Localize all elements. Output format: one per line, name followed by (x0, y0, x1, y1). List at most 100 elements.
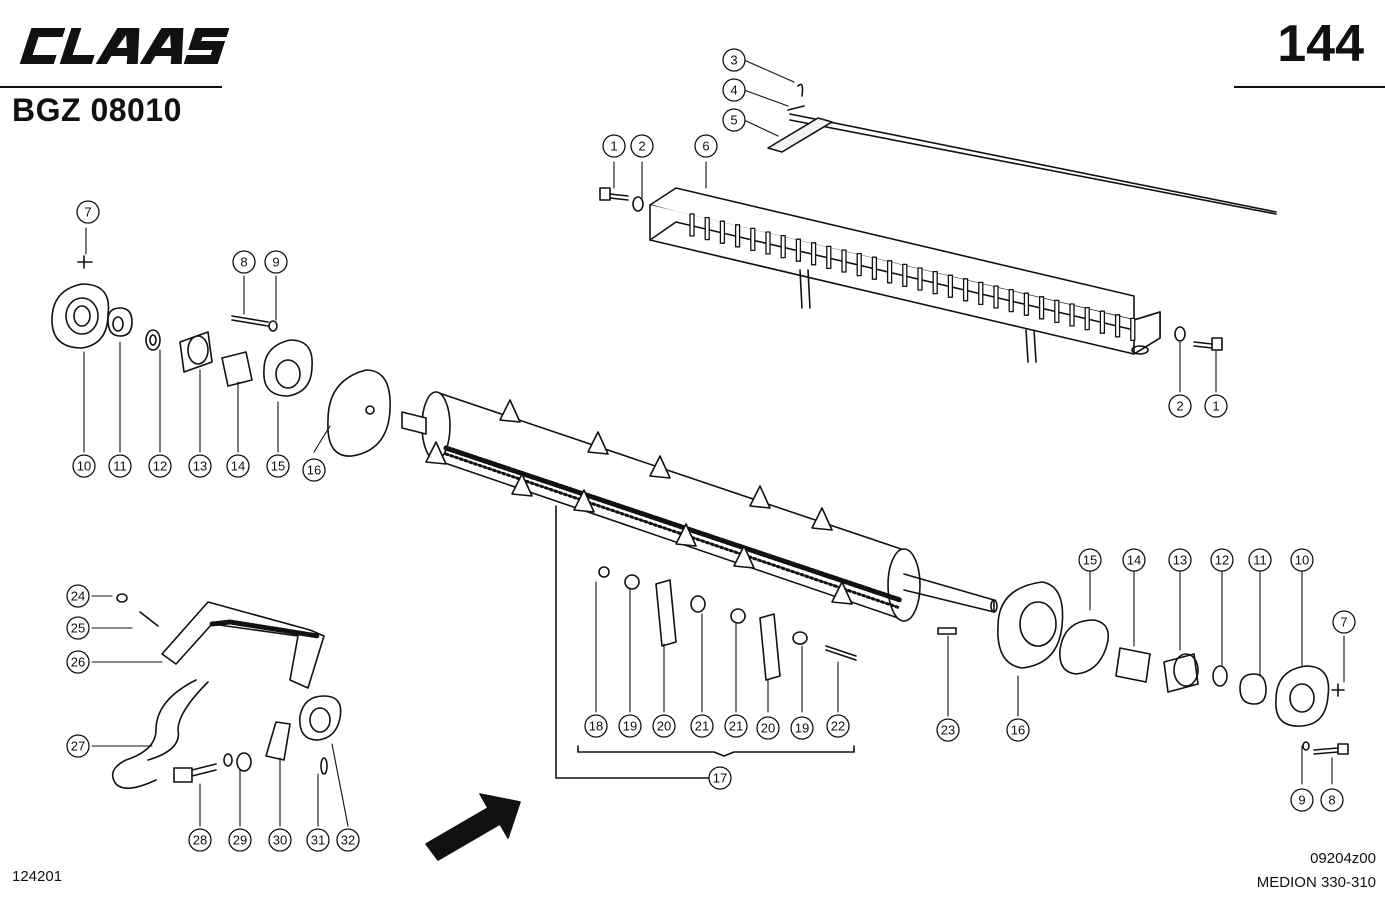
right-bearing-stack (997, 581, 1349, 755)
callout-22: 22 (826, 714, 850, 738)
comb-tooth (962, 278, 969, 302)
callout-12: 12 (1210, 548, 1234, 572)
comb-tooth (932, 270, 938, 295)
comb-tooth (1084, 306, 1090, 331)
callout-label: 22 (831, 719, 845, 734)
callout-label: 18 (589, 719, 603, 734)
callout-1: 1 (1204, 394, 1228, 418)
footer-image-ref: 09204z00 (1310, 850, 1376, 867)
callout-label: 31 (311, 833, 325, 848)
comb-tooth (1099, 310, 1106, 334)
comb-tooth (765, 231, 771, 255)
comb-tooth (1023, 292, 1030, 316)
callout-label: 20 (657, 719, 671, 734)
callout-label: 11 (113, 459, 127, 474)
callout-label: 4 (730, 83, 737, 98)
rotor-paddle (587, 431, 609, 455)
callout-26: 26 (66, 650, 90, 674)
page-number: 144 (1277, 15, 1364, 73)
callout-8: 8 (232, 250, 256, 274)
callout-label: 15 (271, 459, 285, 474)
bolts-and-washers (599, 187, 1223, 351)
callout-21: 21 (724, 714, 748, 738)
left-bearing-stack (51, 255, 391, 457)
callout-label: 21 (729, 719, 743, 734)
callout-7: 7 (1332, 610, 1356, 634)
callout-label: 23 (941, 723, 955, 738)
callout-24: 24 (66, 584, 90, 608)
comb-tooth (734, 224, 741, 248)
callout-12: 12 (148, 454, 172, 478)
callout-label: 8 (240, 255, 247, 270)
callout-label: 32 (341, 833, 355, 848)
comb-tooth (1130, 317, 1136, 342)
callout-label: 13 (1173, 553, 1187, 568)
callout-label: 16 (307, 463, 321, 478)
callout-6: 6 (694, 134, 718, 158)
callout-10: 10 (72, 454, 96, 478)
comb-tooth (902, 263, 908, 288)
comb-bar (649, 187, 1161, 363)
callout-31: 31 (306, 828, 330, 852)
callout-19: 19 (618, 714, 642, 738)
callout-21: 21 (690, 714, 714, 738)
callout-32: 32 (336, 828, 360, 852)
comb-tooth (1114, 314, 1121, 338)
leader-lines (83, 59, 1345, 827)
callout-label: 15 (1083, 553, 1097, 568)
callout-19: 19 (790, 716, 814, 740)
callout-label: 17 (713, 771, 727, 786)
rotor-paddle (649, 455, 671, 479)
callout-label: 9 (1298, 793, 1305, 808)
rotor-paddle (749, 485, 771, 509)
callout-23: 23 (936, 718, 960, 742)
callout-30: 30 (268, 828, 292, 852)
callout-label: 8 (1328, 793, 1335, 808)
callout-15: 15 (266, 454, 290, 478)
callout-8: 8 (1320, 788, 1344, 812)
brand-logo (14, 20, 234, 72)
callout-10: 10 (1290, 548, 1314, 572)
comb-tooth (917, 267, 923, 291)
callout-label: 5 (730, 113, 737, 128)
comb-tooth (750, 227, 756, 252)
callout-29: 29 (228, 828, 252, 852)
comb-tooth (810, 242, 817, 266)
comb-tooth (993, 285, 999, 309)
callout-label: 2 (1176, 399, 1183, 414)
comb-tooth (947, 274, 954, 298)
callout-label: 19 (795, 721, 809, 736)
callout-9: 9 (264, 250, 288, 274)
comb-tooth (978, 281, 984, 306)
document-code: BGZ 08010 (12, 92, 182, 128)
callout-28: 28 (188, 828, 212, 852)
comb-tooth (795, 238, 802, 262)
footer-model: MEDION 330-310 (1256, 874, 1376, 891)
comb-tooth (856, 252, 862, 277)
callout-label: 12 (153, 459, 167, 474)
callout-label: 6 (702, 139, 709, 154)
rotor-paddle (831, 581, 853, 605)
callout-5: 5 (722, 108, 746, 132)
callout-label: 19 (623, 719, 637, 734)
callout-label: 3 (730, 53, 737, 68)
direction-arrow (425, 793, 521, 861)
callout-label: 26 (71, 655, 85, 670)
callout-label: 24 (71, 589, 85, 604)
callout-20: 20 (652, 714, 676, 738)
comb-tooth (886, 260, 893, 284)
callout-label: 16 (1011, 723, 1025, 738)
callout-2: 2 (630, 134, 654, 158)
callout-label: 29 (233, 833, 247, 848)
callout-7: 7 (76, 200, 100, 224)
callout-label: 28 (193, 833, 207, 848)
callout-label: 14 (231, 459, 245, 474)
comb-tooth (1008, 288, 1014, 313)
header-rule-right (1234, 86, 1385, 88)
callout-3: 3 (722, 48, 746, 72)
rotor-paddle (499, 399, 521, 423)
callout-15: 15 (1078, 548, 1102, 572)
